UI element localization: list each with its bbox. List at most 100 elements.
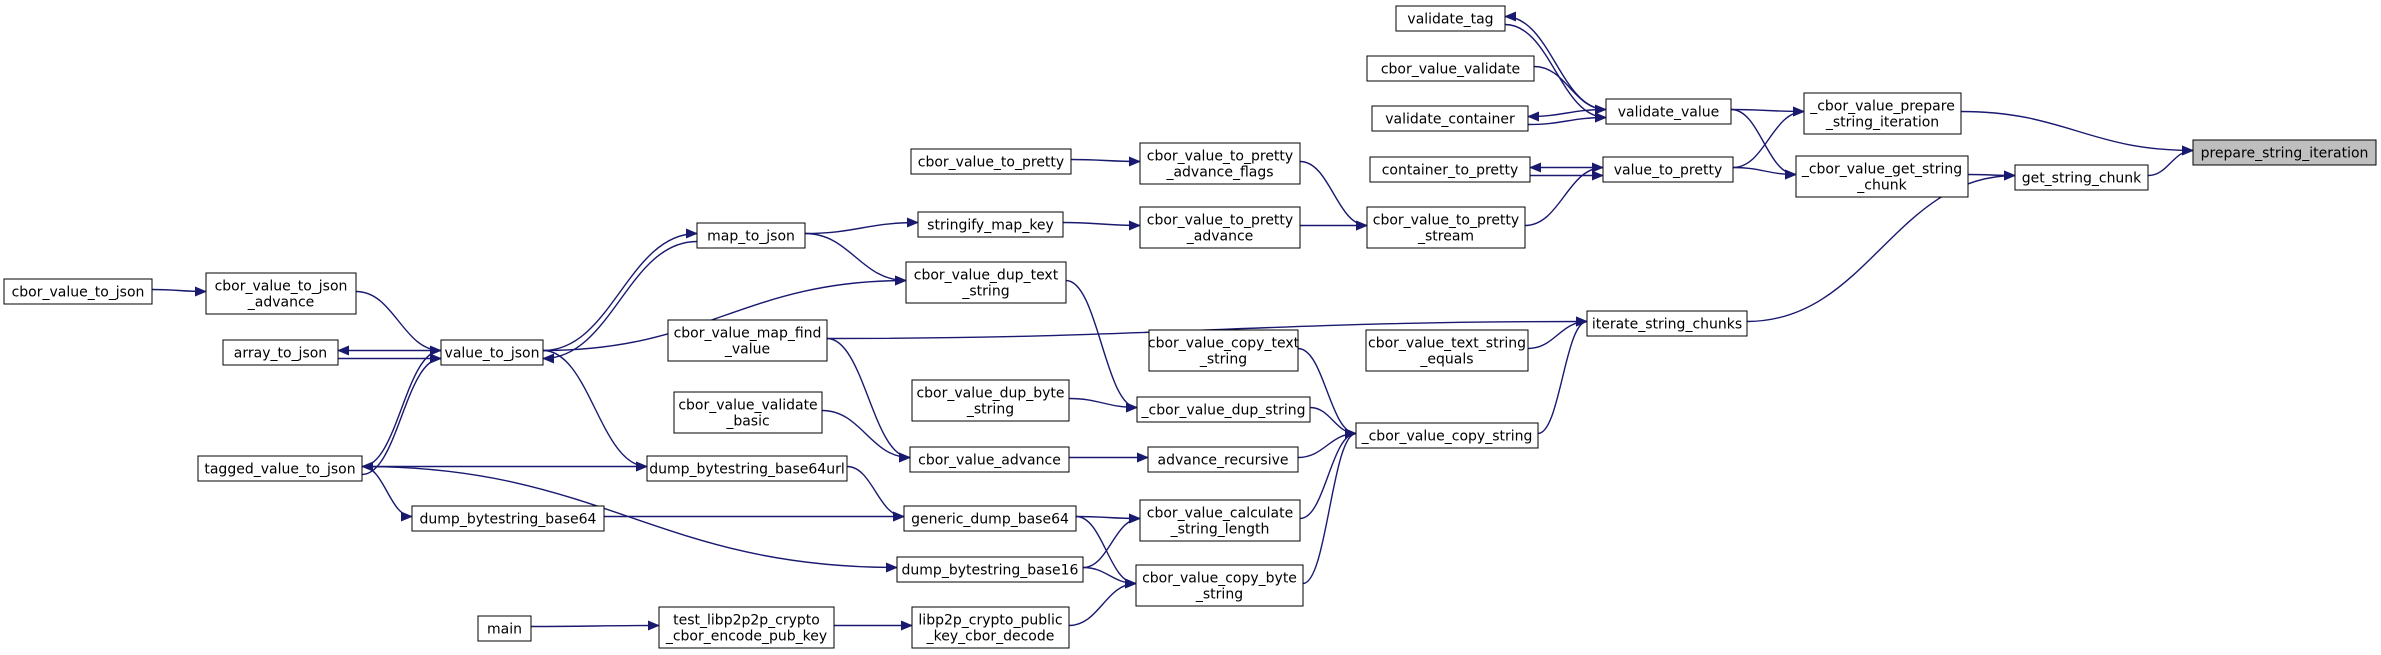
edge-tagged_value_to_json-to-dump_bytestring_base16	[361, 465, 898, 573]
node-box	[440, 339, 544, 366]
node-test-libp2p-crypto-cbor-encode-pub-key[interactable]: test_libp2p2p_crypto_cbor_encode_pub_key	[658, 606, 835, 649]
node-label: stringify_map_key	[927, 218, 1054, 234]
node-box	[896, 556, 1084, 583]
node-cbor-value-calculate-string-length[interactable]: cbor_value_calculate_string_length	[1139, 499, 1301, 542]
node-label: _string	[961, 284, 1009, 300]
node-label: _cbor_encode_pub_key	[665, 629, 827, 645]
node-label: cbor_value_dup_byte	[916, 386, 1064, 402]
node-box	[1366, 55, 1535, 82]
node-tagged-value-to-json[interactable]: tagged_value_to_json	[197, 455, 363, 482]
node-libp2p-crypto-public-key-cbor-decode[interactable]: libp2p_crypto_public_key_cbor_decode	[911, 606, 1070, 649]
node-validate-tag[interactable]: validate_tag	[1395, 5, 1506, 32]
node-label: _equals	[1419, 352, 1473, 368]
node-box	[1135, 564, 1304, 607]
node-map-to-json[interactable]: map_to_json	[696, 222, 806, 249]
node-cbor-value-prepare-string-iteration[interactable]: _cbor_value_prepare_string_iteration	[1803, 92, 1962, 135]
node-iterate-string-chunks[interactable]: iterate_string_chunks	[1586, 310, 1748, 337]
node-cbor-value-copy-text-string[interactable]: cbor_value_copy_text_string	[1148, 329, 1300, 372]
edge-value_to_pretty-to-cbor_value_get_string_chunk	[1732, 166, 1797, 180]
node-box	[1136, 396, 1311, 423]
edge-tagged_value_to_json-to-dump_bytestring_base64	[361, 465, 413, 522]
node-value-to-pretty[interactable]: value_to_pretty	[1602, 156, 1734, 183]
node-label: cbor_value_copy_byte	[1142, 571, 1297, 587]
node-box	[1803, 92, 1962, 135]
node-validate-container[interactable]: validate_container	[1371, 105, 1529, 132]
node-label: cbor_value_to_pretty	[1147, 149, 1293, 165]
node-box	[1139, 206, 1301, 249]
node-cbor-value-copy-string[interactable]: _cbor_value_copy_string	[1355, 422, 1539, 449]
edge-tagged_value_to_json-to-value_to_json	[361, 353, 442, 476]
node-cbor-value-copy-byte-string[interactable]: cbor_value_copy_byte_string	[1135, 564, 1304, 607]
node-box	[909, 446, 1070, 473]
edge-dump_bytestring_base16-to-cbor_value_calculate_string_length	[1082, 513, 1141, 569]
node-cbor-value-map-find-value[interactable]: cbor_value_map_find_value	[667, 319, 828, 362]
node-advance-recursive[interactable]: advance_recursive	[1147, 446, 1299, 473]
node-label: _value	[724, 342, 770, 358]
node-label: _string	[966, 402, 1014, 418]
node-value-to-json[interactable]: value_to_json	[440, 339, 544, 366]
node-cbor-value-to-pretty-stream[interactable]: cbor_value_to_pretty_stream	[1366, 206, 1526, 249]
edge-map_to_json-to-stringify_map_key	[804, 217, 919, 235]
node-label: _string	[1199, 352, 1247, 368]
node-cbor-value-dup-byte-string[interactable]: cbor_value_dup_byte_string	[911, 379, 1070, 422]
node-cbor-value-to-pretty-advance-flags[interactable]: cbor_value_to_pretty_advance_flags	[1139, 142, 1301, 185]
edge-validate_tag-to-validate_value	[1504, 23, 1607, 123]
node-dump-bytestring-base16[interactable]: dump_bytestring_base16	[896, 556, 1084, 583]
node-label: cbor_value_advance	[918, 453, 1061, 469]
node-label: validate_value	[1618, 105, 1719, 121]
node-cbor-value-advance[interactable]: cbor_value_advance	[909, 446, 1070, 473]
node-box	[3, 278, 153, 305]
node-label: cbor_value_calculate	[1147, 506, 1293, 522]
edge-value_to_pretty-to-cbor_value_prepare_string_iteration	[1732, 106, 1805, 169]
node-cbor-value-to-json[interactable]: cbor_value_to_json	[3, 278, 153, 305]
node-dump-bytestring-base64[interactable]: dump_bytestring_base64	[411, 505, 605, 532]
node-label: dump_bytestring_base64url	[649, 462, 844, 478]
node-generic-dump-base64[interactable]: generic_dump_base64	[903, 505, 1077, 532]
node-label: validate_tag	[1407, 12, 1493, 28]
node-box	[911, 379, 1070, 422]
node-cbor-value-validate-basic[interactable]: cbor_value_validate_basic	[673, 391, 823, 434]
node-box	[1139, 142, 1301, 185]
node-label: value_to_json	[445, 346, 540, 362]
node-prepare-string-iteration[interactable]: prepare_string_iteration	[2192, 139, 2377, 166]
node-array-to-json[interactable]: array_to_json	[222, 339, 339, 366]
node-box	[1602, 156, 1734, 183]
node-label: container_to_pretty	[1382, 163, 1519, 179]
node-label: validate_container	[1385, 112, 1515, 128]
node-label: _string	[1195, 587, 1243, 603]
node-cbor-value-dup-string[interactable]: _cbor_value_dup_string	[1136, 396, 1311, 423]
edge-cbor_value_to_json_advance-to-value_to_json	[355, 290, 442, 356]
edge-main-to-test_libp2p_crypto_cbor_encode_pub_key	[530, 620, 660, 631]
node-box	[222, 339, 339, 366]
edge-value_to_json-to-map_to_json	[542, 228, 698, 352]
node-label: iterate_string_chunks	[1592, 317, 1742, 333]
node-cbor-value-to-pretty-advance[interactable]: cbor_value_to_pretty_advance	[1139, 206, 1301, 249]
node-main[interactable]: main	[477, 615, 532, 642]
node-validate-value[interactable]: validate_value	[1605, 98, 1732, 125]
node-label: advance_recursive	[1158, 453, 1289, 469]
edge-cbor_value_validate_basic-to-cbor_value_advance	[821, 409, 911, 463]
edge-cbor_value_validate-to-validate_value	[1533, 65, 1607, 115]
node-label: tagged_value_to_json	[204, 462, 355, 478]
edge-value_to_json-to-cbor_value_dup_text_string	[542, 275, 907, 352]
node-get-string-chunk[interactable]: get_string_chunk	[2014, 164, 2149, 191]
node-box	[903, 505, 1077, 532]
node-box	[905, 261, 1067, 304]
node-cbor-value-dup-text-string[interactable]: cbor_value_dup_text_string	[905, 261, 1067, 304]
node-box	[910, 148, 1072, 175]
edge-stringify_map_key-to-cbor_value_to_pretty_advance	[1062, 220, 1141, 231]
node-container-to-pretty[interactable]: container_to_pretty	[1369, 156, 1531, 183]
node-dump-bytestring-base64url[interactable]: dump_bytestring_base64url	[646, 455, 848, 482]
node-cbor-value-validate[interactable]: cbor_value_validate	[1366, 55, 1535, 82]
node-cbor-value-to-json-advance[interactable]: cbor_value_to_json_advance	[205, 272, 357, 315]
node-cbor-value-text-string-equals[interactable]: cbor_value_text_string_equals	[1365, 329, 1529, 372]
node-stringify-map-key[interactable]: stringify_map_key	[917, 211, 1064, 238]
node-label: test_libp2p2p_crypto	[673, 613, 820, 629]
node-cbor-value-to-pretty[interactable]: cbor_value_to_pretty	[910, 148, 1072, 175]
node-label: cbor_value_map_find	[674, 326, 822, 342]
edge-get_string_chunk-to-prepare_string_iteration	[2147, 145, 2194, 177]
edge-cbor_value_to_pretty_stream-to-value_to_pretty	[1524, 162, 1604, 227]
node-cbor-value-get-string-chunk[interactable]: _cbor_value_get_string_chunk	[1795, 155, 1969, 198]
node-box	[477, 615, 532, 642]
